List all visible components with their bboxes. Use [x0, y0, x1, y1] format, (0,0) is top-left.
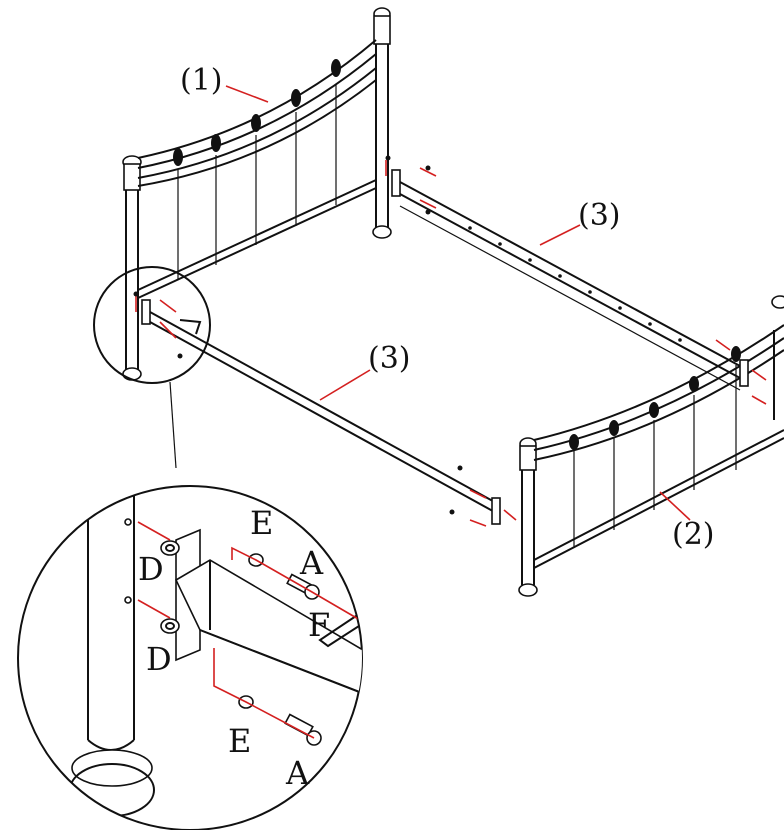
detail-view: D D E E A A F [17, 485, 363, 830]
side-rail-back: (3) [399, 181, 741, 391]
small-corner-hardware [133, 291, 202, 359]
lock-washer-e-bottom-label: E [228, 722, 251, 760]
headboard-label: (1) [180, 63, 223, 98]
rail-back-label: (3) [578, 198, 621, 233]
lock-washer-e-top-label: E [250, 504, 273, 542]
bolt-a-bottom-label: A [285, 754, 310, 792]
footboard-label: (2) [672, 517, 715, 552]
detail-callout-circle [93, 266, 211, 384]
allen-key-f-label: F [308, 606, 330, 644]
rail-front-label: (3) [368, 341, 411, 376]
joint-hardware [385, 155, 767, 527]
footboard: (2) [518, 295, 784, 597]
headboard: (1) [122, 7, 392, 381]
side-rail-front: (3) [149, 311, 501, 516]
bolt-a-top-label: A [299, 544, 324, 582]
washer-d-top-label: D [138, 550, 164, 588]
washer-d-bottom-label: D [146, 640, 172, 678]
detail-connector-line [169, 381, 177, 469]
